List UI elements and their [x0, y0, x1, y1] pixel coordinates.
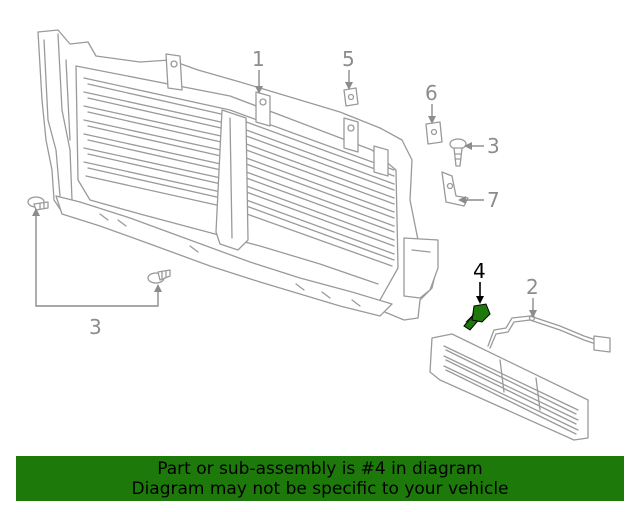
parts-diagram: 1 5 6 3 7 4 2 3 — [27, 29, 611, 441]
grille-shutter-assembly — [37, 29, 439, 321]
highlighted-bolt-part-4[interactable] — [463, 303, 491, 331]
callout-2: 2 — [526, 275, 539, 299]
arrowhead-7 — [458, 196, 466, 204]
arrowhead-6 — [428, 116, 436, 124]
leader-3-bottom — [35, 214, 159, 307]
callout-3-bottom: 3 — [89, 315, 102, 339]
arrowhead-2 — [529, 310, 537, 318]
screw-part-3-left-lower — [147, 269, 171, 284]
callout-5: 5 — [342, 47, 355, 71]
arrowhead-4 — [476, 296, 484, 304]
callout-4: 4 — [473, 259, 486, 283]
callout-1: 1 — [252, 47, 265, 71]
banner-line-1: Part or sub-assembly is #4 in diagram — [157, 459, 483, 479]
arrowhead-3-top — [464, 142, 472, 150]
part-info-banner: Part or sub-assembly is #4 in diagram Di… — [16, 456, 624, 501]
arrowhead-5 — [345, 82, 353, 90]
callout-7: 7 — [487, 188, 500, 212]
callout-6: 6 — [425, 81, 438, 105]
arrowhead-1 — [255, 86, 263, 94]
arrowhead-3-left-a — [32, 208, 40, 216]
lower-shutter-assembly — [429, 314, 611, 441]
screw-part-3-right — [449, 138, 467, 167]
banner-line-2: Diagram may not be specific to your vehi… — [131, 479, 509, 499]
screw-part-3-left-upper — [27, 196, 49, 211]
callout-3-top: 3 — [487, 134, 500, 158]
bracket-part-7 — [441, 171, 469, 207]
arrowhead-3-left-b — [154, 284, 162, 292]
clip-part-6 — [425, 121, 443, 145]
clip-part-5 — [343, 87, 359, 107]
